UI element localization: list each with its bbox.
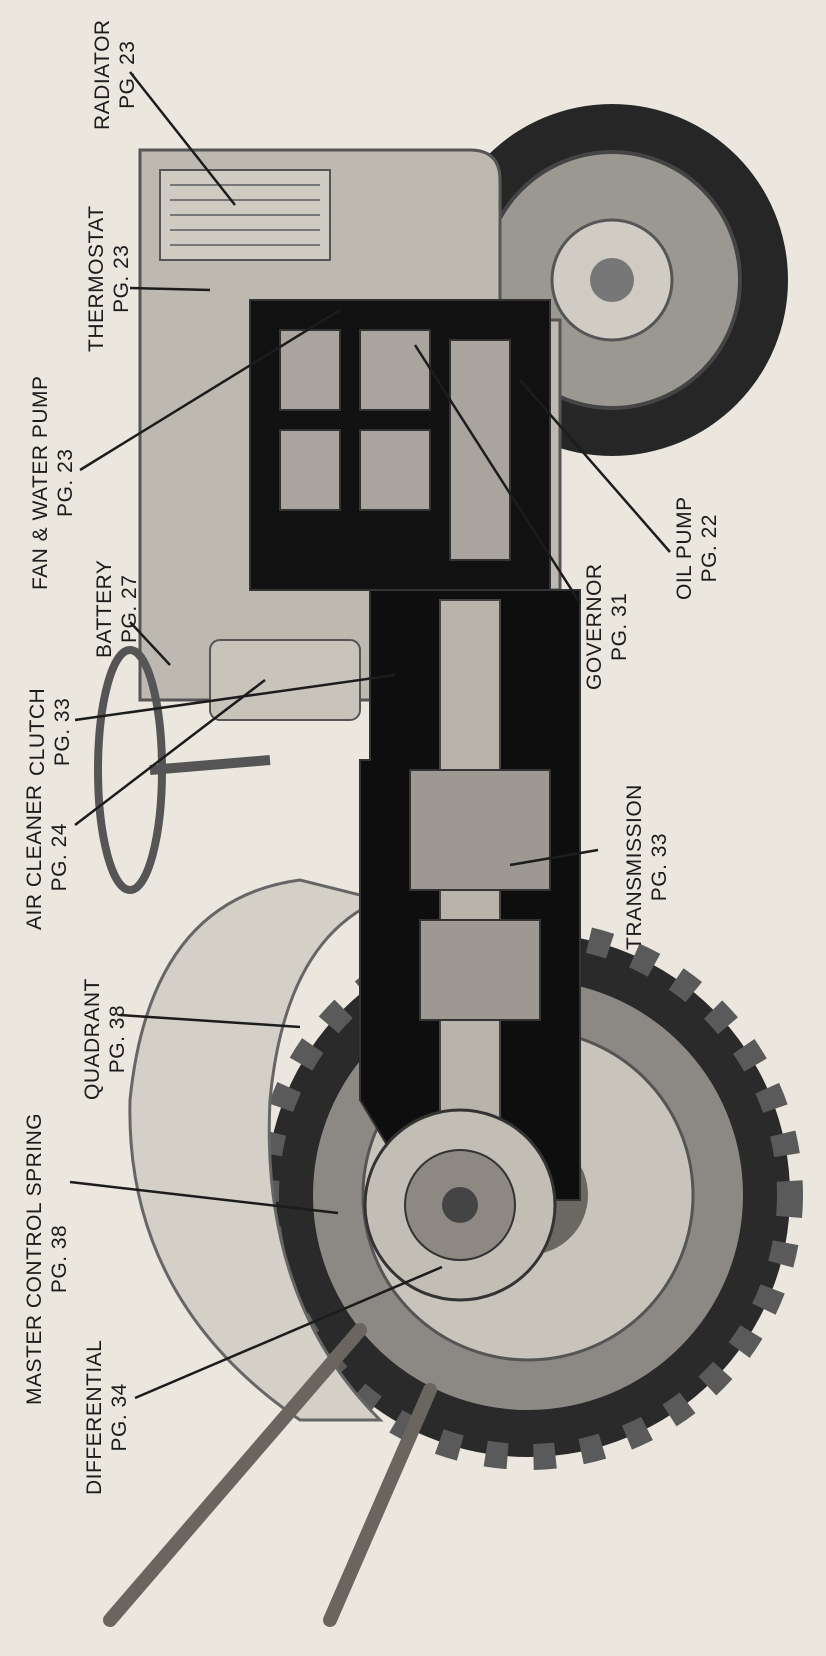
air-cleaner-canister — [209, 639, 361, 721]
rear-fender — [128, 878, 385, 1422]
leader-lines — [69, 71, 671, 1400]
lift-arms — [103, 1323, 437, 1627]
differential-housing — [363, 1108, 557, 1302]
steering-wheel — [94, 646, 271, 894]
